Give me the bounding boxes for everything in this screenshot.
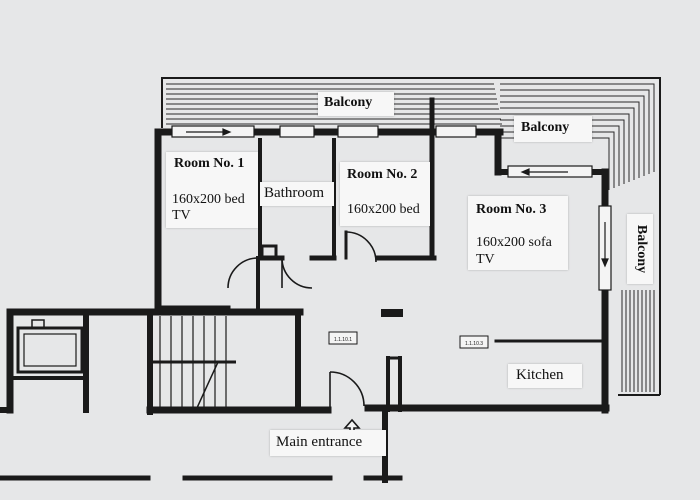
room-3-detail: 160x200 sofa bbox=[476, 235, 552, 250]
plaque-label: 1.1.10.3 bbox=[465, 341, 483, 347]
plaques bbox=[328, 331, 489, 349]
kitchen-name: Kitchen bbox=[516, 367, 564, 383]
balcony-outline bbox=[161, 77, 661, 396]
bathroom-label-card bbox=[260, 182, 334, 206]
bathroom-name: Bathroom bbox=[264, 185, 324, 201]
balcony-label-card bbox=[318, 92, 394, 116]
room-1-detail: 160x200 bed bbox=[172, 192, 245, 207]
kitchen-label-card bbox=[508, 364, 582, 388]
balcony-label-top: Balcony bbox=[324, 95, 373, 110]
room-2-detail: 160x200 bed bbox=[347, 202, 420, 217]
balcony-label-card bbox=[514, 116, 592, 142]
balcony-hatching bbox=[166, 83, 655, 392]
room-1-detail: TV bbox=[172, 208, 191, 223]
room-3-name: Room No. 3 bbox=[476, 202, 547, 217]
door-swings bbox=[227, 231, 377, 408]
balcony-label-corner: Balcony bbox=[521, 120, 570, 135]
room-3-detail: TV bbox=[476, 252, 495, 267]
room-2-label-card bbox=[340, 162, 430, 226]
lift-shaft bbox=[16, 319, 84, 374]
main-entrance-label-card bbox=[270, 430, 386, 456]
room-3-label-card bbox=[468, 196, 568, 270]
walls bbox=[0, 97, 610, 483]
sliding-arrows bbox=[186, 128, 609, 268]
plaque-label: 1.1.10.1 bbox=[334, 337, 352, 343]
staircase bbox=[152, 316, 236, 411]
room-1-name: Room No. 1 bbox=[174, 156, 245, 171]
balcony-label-side: Balcony bbox=[634, 224, 649, 274]
room-1-label-card bbox=[166, 152, 258, 228]
room-2-name: Room No. 2 bbox=[347, 167, 418, 182]
main-entrance-label: Main entrance bbox=[276, 434, 363, 450]
balcony-label-card bbox=[627, 214, 653, 284]
